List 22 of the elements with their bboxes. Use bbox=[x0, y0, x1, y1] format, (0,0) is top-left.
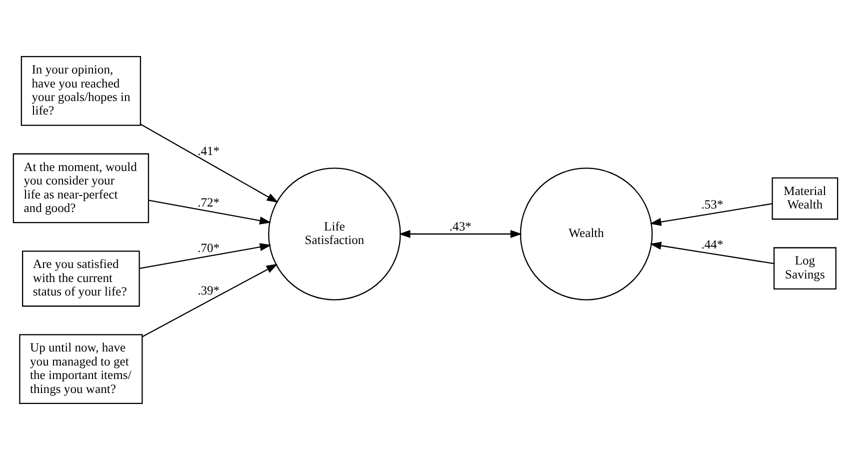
arrow bbox=[148, 199, 272, 224]
node-box: Log Savings bbox=[773, 246, 836, 290]
arrow bbox=[650, 241, 774, 264]
node-box: Up until now, have you managed to get the important items/ things you want? bbox=[19, 334, 143, 404]
node-box: In your opinion, have you reached your goals/hopes in life? bbox=[20, 56, 142, 126]
arrow bbox=[139, 242, 272, 269]
edge-label: .39* bbox=[198, 282, 220, 297]
arrow bbox=[398, 230, 522, 238]
arrow bbox=[650, 202, 772, 226]
edge-label: .41* bbox=[198, 143, 220, 158]
node-circle: Life Satisfaction bbox=[268, 167, 401, 300]
arrow bbox=[140, 123, 278, 202]
node-box: Material Wealth bbox=[772, 176, 838, 220]
node-box: Are you satisfied with the current status of your life? bbox=[22, 250, 140, 306]
node-box: At the moment, would you consider your life as near-perfect and good? bbox=[12, 152, 150, 223]
edge-label: .43* bbox=[449, 218, 472, 233]
edge-label: .44* bbox=[701, 237, 724, 252]
node-circle: Wealth bbox=[520, 167, 653, 300]
edge-label: .53* bbox=[701, 197, 724, 212]
edge-label: .72* bbox=[198, 194, 220, 209]
edge-label: .70* bbox=[198, 240, 220, 255]
arrow bbox=[142, 263, 278, 337]
